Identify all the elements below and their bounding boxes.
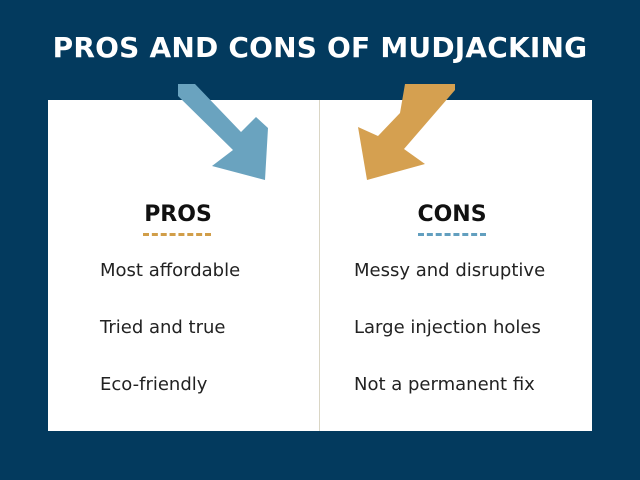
pros-item: Most affordable [100, 260, 241, 281]
arrow-down-left-icon [358, 84, 455, 180]
pros-dash-underline [143, 233, 211, 236]
pros-item: Eco-friendly [100, 374, 208, 395]
cons-heading: CONS [417, 202, 487, 227]
cons-item: Messy and disruptive [354, 260, 546, 281]
cons-item: Large injection holes [354, 317, 541, 338]
comparison-card [48, 100, 592, 431]
column-divider [319, 100, 320, 431]
cons-item: Not a permanent fix [354, 374, 535, 395]
pros-item: Tried and true [100, 317, 226, 338]
page-title: PROS AND CONS OF MUDJACKING [52, 31, 588, 64]
arrow-down-right-icon [178, 84, 268, 180]
pros-heading: PROS [144, 202, 212, 227]
cons-dash-underline [418, 233, 486, 236]
